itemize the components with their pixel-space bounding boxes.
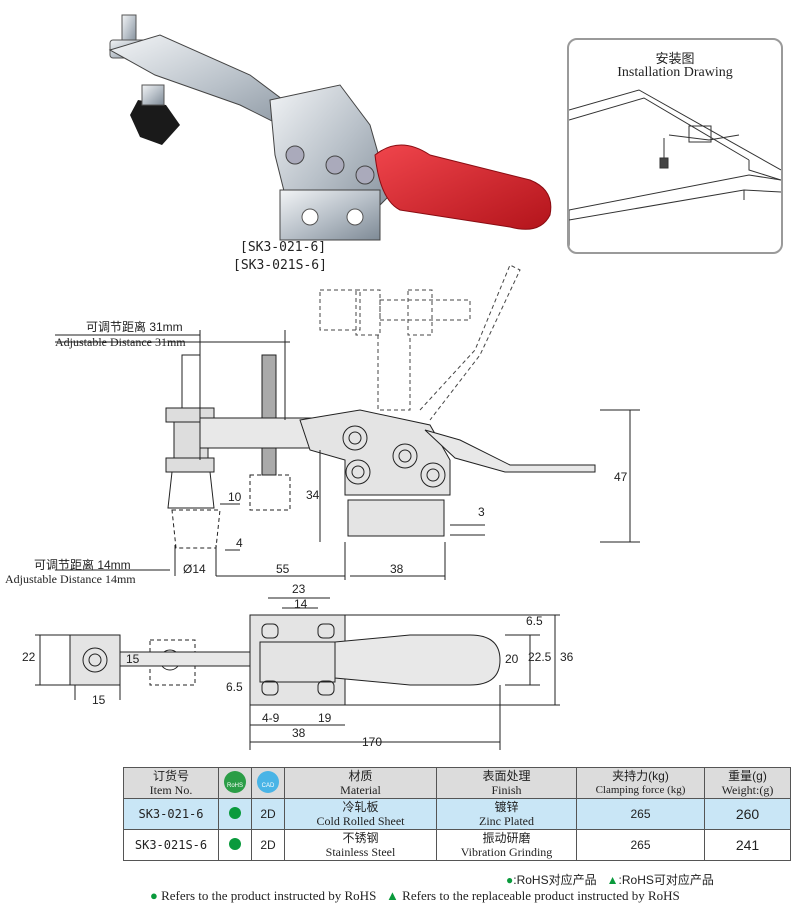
rohs-triangle-icon: ▲ <box>606 873 619 887</box>
weight-cell: 260 <box>704 798 791 830</box>
dim-4-9: 4-9 <box>262 711 280 725</box>
dim-22: 22 <box>22 650 36 664</box>
rohs-triangle-icon: ▲ <box>386 888 399 903</box>
rohs-dot-icon <box>229 806 241 819</box>
finish-cell: 振动研磨 Vibration Grinding <box>436 829 577 861</box>
dim-10: 10 <box>228 490 242 504</box>
dim-3: 3 <box>478 505 485 519</box>
dim-6-5-b: 6.5 <box>526 614 543 628</box>
dim-55: 55 <box>276 562 290 576</box>
header-cad: CAD <box>251 767 285 799</box>
dim-15-b: 15 <box>126 652 140 666</box>
product-photo <box>108 14 552 241</box>
rohs-cell <box>218 829 252 861</box>
installation-title-cn: 安装图 <box>655 51 695 66</box>
dim-14-top: 14 <box>294 597 308 611</box>
installation-sketch <box>569 89 781 250</box>
material-cell: 不锈钢 Stainless Steel <box>284 829 437 861</box>
item-no: SK3-021-6 <box>123 798 219 830</box>
material-cell: 冷轧板 Cold Rolled Sheet <box>284 798 437 830</box>
rohs-dot-icon: ● <box>506 873 514 887</box>
rohs-dot-icon <box>229 837 241 850</box>
dim-38-top: 38 <box>292 726 306 740</box>
adjust-top-cn: 可调节距离 31mm <box>86 320 183 334</box>
product-code-1: [SK3-021-6] <box>240 240 327 255</box>
dim-47: 47 <box>614 470 628 484</box>
dim-20: 20 <box>505 652 519 666</box>
dim-19: 19 <box>318 711 332 725</box>
installation-title-en: Installation Drawing <box>617 65 733 80</box>
item-no: SK3-021S-6 <box>123 829 219 861</box>
legend-line-2: ● Refers to the product instructed by Ro… <box>150 888 680 903</box>
dim-36: 36 <box>560 650 574 664</box>
spec-table: 订货号 Item No. RoHS CAD 材质 Material 表面处理 F… <box>123 767 791 861</box>
table-row: SK3-021S-6 2D 不锈钢 Stainless Steel 振动研磨 V… <box>123 829 791 861</box>
dim-34: 34 <box>306 488 320 502</box>
header-item-no: 订货号 Item No. <box>123 767 219 799</box>
dim-15-a: 15 <box>92 693 106 707</box>
cad-cell: 2D <box>251 798 285 830</box>
legend-line-1: ●:RoHS对应产品 ▲:RoHS可对应产品 <box>506 873 714 887</box>
dim-diam-14: Ø14 <box>183 562 206 576</box>
table-header-row: 订货号 Item No. RoHS CAD 材质 Material 表面处理 F… <box>123 767 791 799</box>
dim-23: 23 <box>292 582 306 596</box>
top-view-drawing <box>35 597 560 750</box>
header-finish: 表面处理 Finish <box>436 767 577 799</box>
product-code-2: [SK3-021S-6] <box>233 258 327 273</box>
finish-cell: 镀锌 Zinc Plated <box>436 798 577 830</box>
adjust-bottom-cn: 可调节距离 14mm <box>34 558 131 572</box>
dim-6-5-a: 6.5 <box>226 680 243 694</box>
dim-22-5: 22.5 <box>528 650 552 664</box>
installation-drawing-panel: 安装图 Installation Drawing <box>567 38 783 254</box>
header-rohs: RoHS <box>218 767 252 799</box>
side-view-drawing <box>55 264 640 580</box>
dim-38-side: 38 <box>390 562 404 576</box>
header-clamping-force: 夹持力(kg) Clamping force (kg) <box>576 767 705 799</box>
dim-170: 170 <box>362 735 383 749</box>
header-weight: 重量(g) Weight:(g) <box>704 767 791 799</box>
rohs-cell <box>218 798 252 830</box>
rohs-dot-icon: ● <box>150 888 158 903</box>
cad-icon: CAD <box>257 770 279 793</box>
force-cell: 265 <box>576 798 705 830</box>
adjust-top-en: Adjustable Distance 31mm <box>55 335 186 349</box>
dim-4: 4 <box>236 536 243 550</box>
cad-cell: 2D <box>251 829 285 861</box>
force-cell: 265 <box>576 829 705 861</box>
rohs-icon: RoHS <box>224 770 246 793</box>
adjust-bottom-en: Adjustable Distance 14mm <box>5 572 136 586</box>
weight-cell: 241 <box>704 829 791 861</box>
header-material: 材质 Material <box>284 767 437 799</box>
table-row: SK3-021-6 2D 冷轧板 Cold Rolled Sheet 镀锌 Zi… <box>123 798 791 830</box>
